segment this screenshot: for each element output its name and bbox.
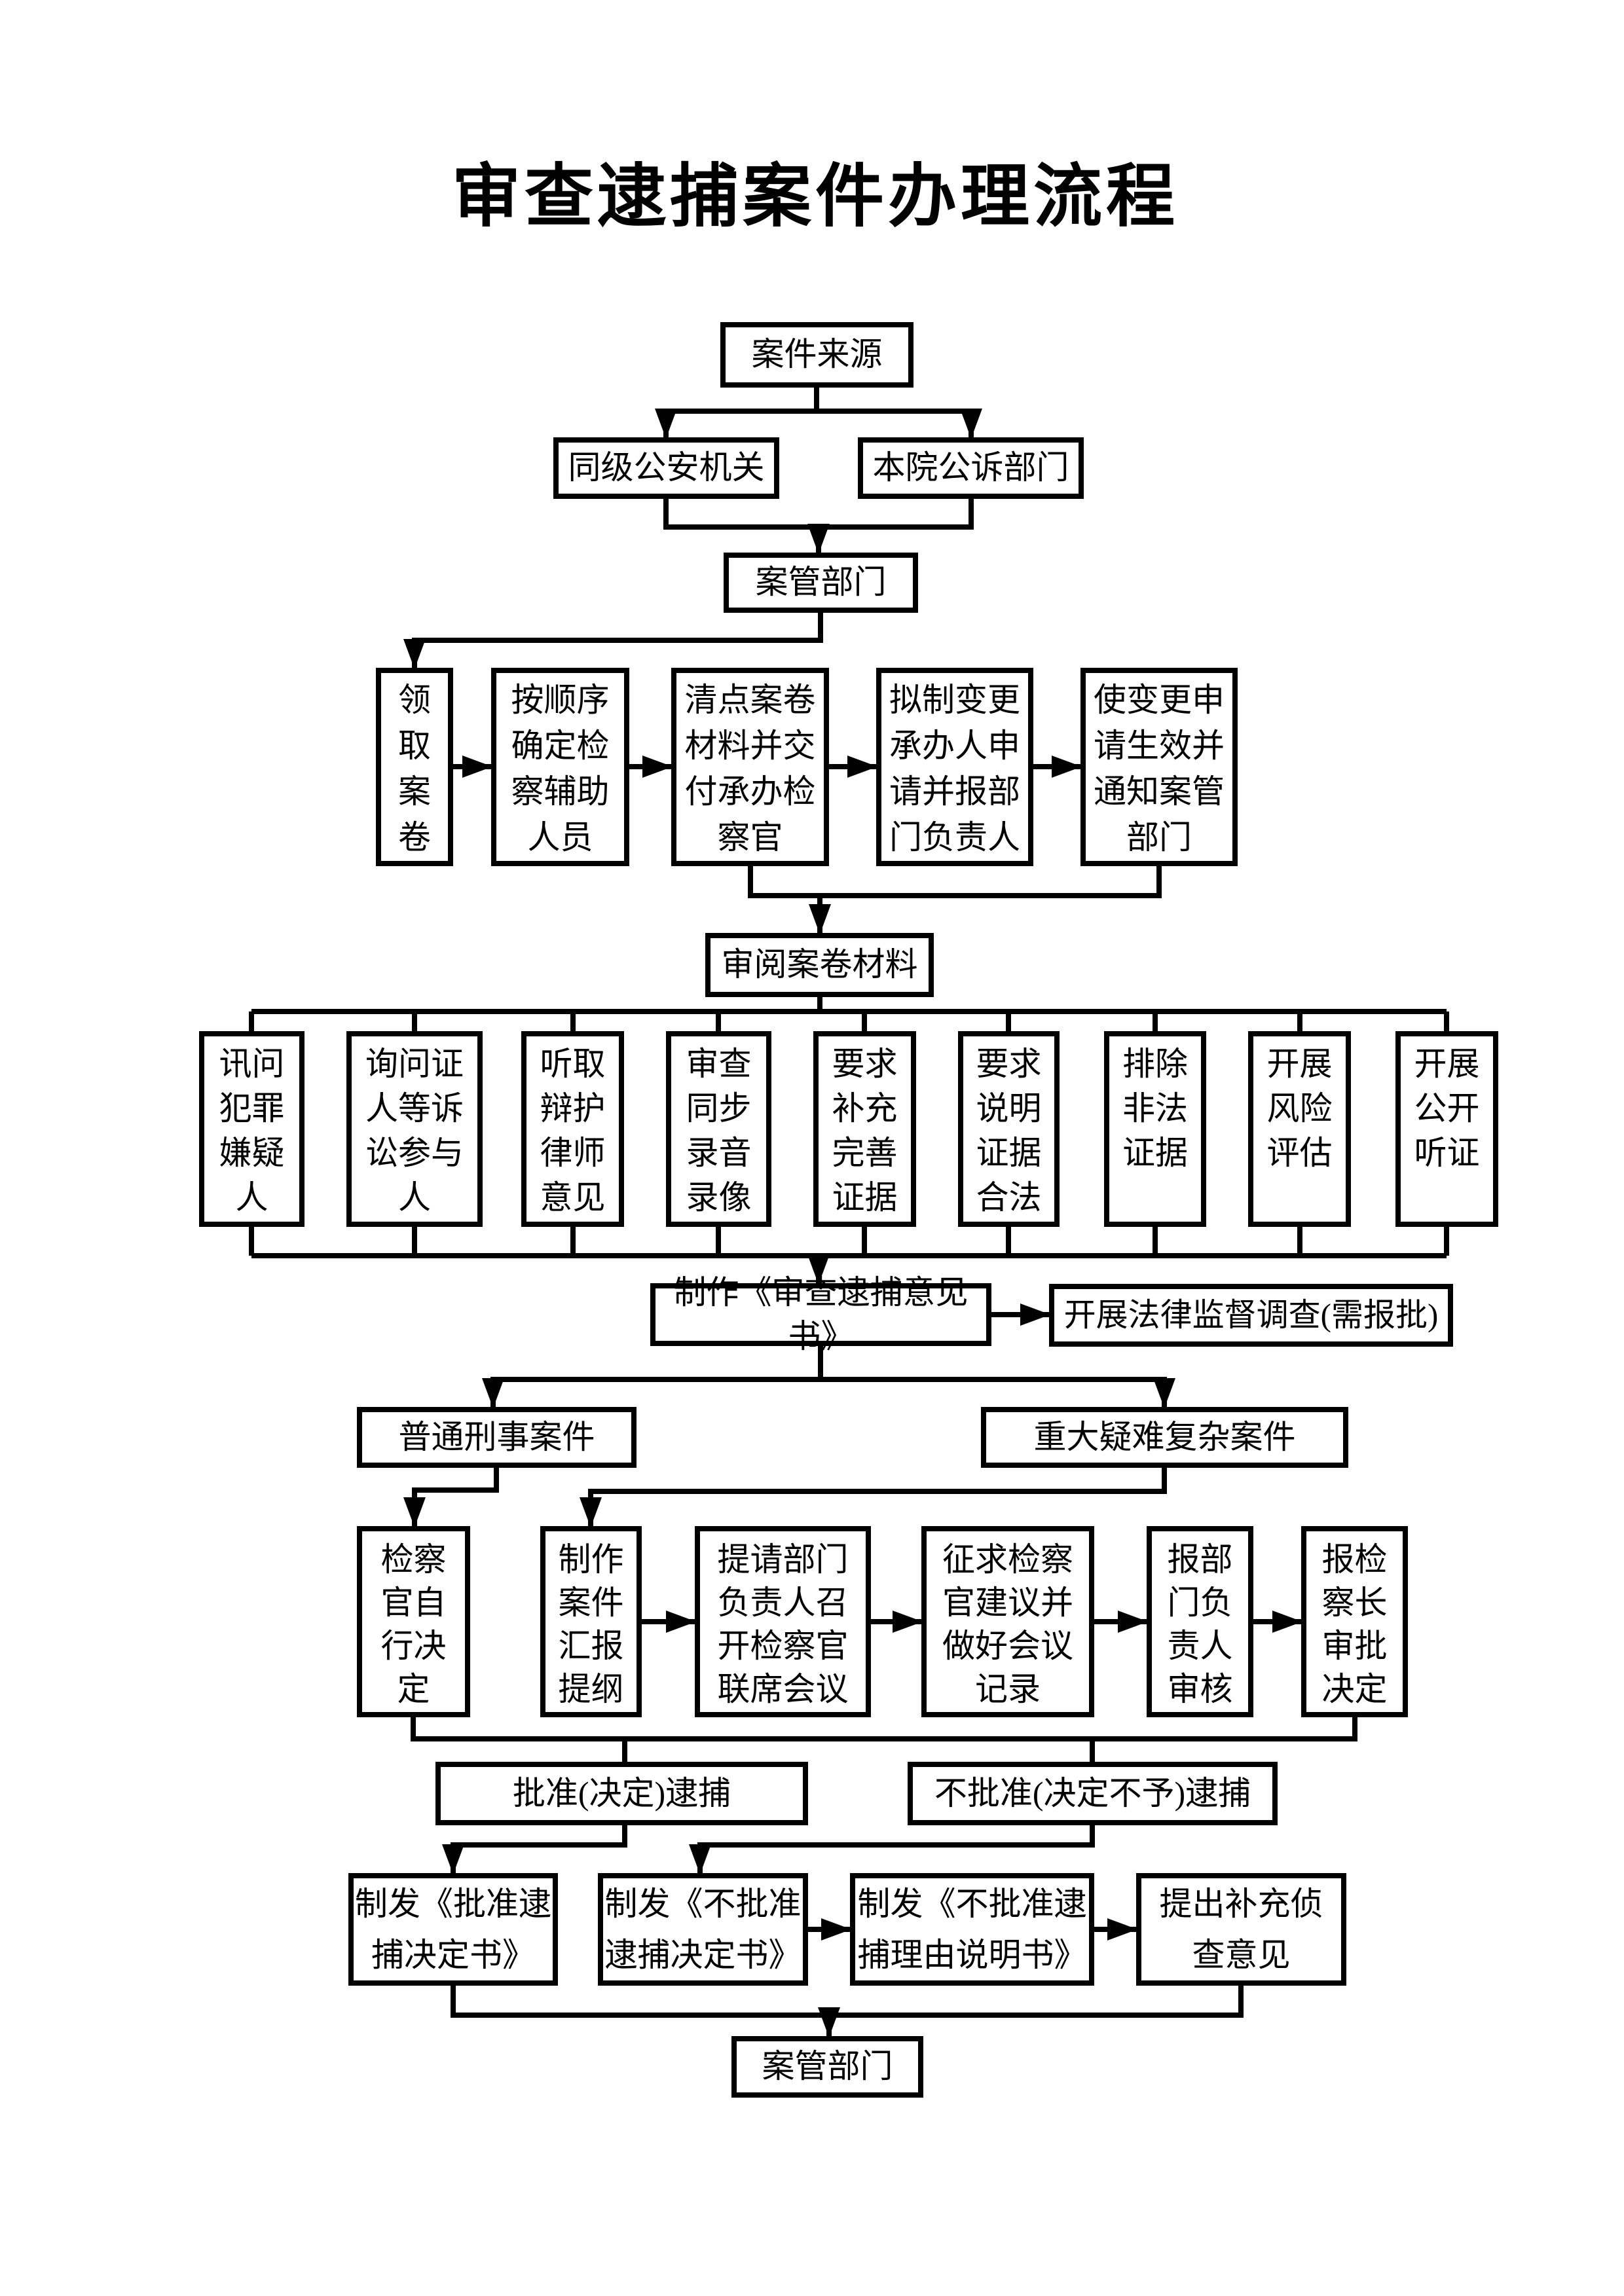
flow-node-inventory-transfer-file: 清点案卷 材料并交 付承办检 察官: [671, 668, 829, 866]
flow-edge-45: [442, 1825, 627, 1874]
flow-edge-1: [817, 409, 982, 439]
flow-edge-4: [403, 613, 823, 669]
flow-node-solicit-suggestions-minutes: 征求检察 官建议并 做好会议 记录: [921, 1526, 1094, 1717]
flow-node-assign-assist-staff: 按顺序 确定检 察辅助 人员: [491, 668, 629, 866]
flow-node-issue-approval-decision: 制发《批准逮 捕决定书》: [348, 1873, 558, 1986]
flow-node-disapprove-arrest: 不批准(决定不予)逮捕: [908, 1762, 1278, 1825]
flow-node-question-witnesses: 询问证 人等诉 讼参与 人: [346, 1031, 483, 1227]
flow-node-interrogate-suspect: 讯问 犯罪 嫌疑 人: [199, 1031, 304, 1227]
flow-node-receive-case-file: 领 取 案 卷: [376, 668, 453, 866]
page-title: 审查逮捕案件办理流程: [451, 158, 1179, 235]
flow-node-review-file-materials: 审阅案卷材料: [705, 933, 934, 997]
flow-node-police-same-level: 同级公安机关: [553, 437, 779, 499]
flow-edge-42: [411, 1717, 1357, 1741]
flow-edge-2: [663, 499, 974, 530]
flow-node-draft-change-request: 拟制变更 承办人申 请并报部 门负责人: [876, 668, 1033, 866]
flow-node-major-complex-cases: 重大疑难复杂案件: [981, 1407, 1348, 1468]
flow-node-draft-arrest-opinion: 制作《审查逮捕意见书》: [650, 1274, 991, 1355]
flow-node-case-report-outline: 制作 案件 汇报 提纲: [540, 1526, 642, 1717]
flow-node-risk-assessment: 开展 风险 评估: [1248, 1031, 1351, 1227]
flow-node-dept-head-review: 报部 门负 责人 审核: [1147, 1526, 1253, 1717]
flow-edge-9: [748, 866, 1162, 898]
flow-node-issue-disapproval-decision: 制发《不批准 逮捕决定书》: [598, 1873, 808, 1986]
flow-edge-49: [451, 1986, 1244, 2018]
flow-edge-35: [821, 1377, 1175, 1408]
flow-node-require-supplement-evidence: 要求 补充 完善 证据: [813, 1031, 916, 1227]
flow-node-hear-defense-lawyer: 听取 辩护 律师 意见: [521, 1031, 624, 1227]
flow-node-case-source: 案件来源: [720, 322, 913, 388]
flow-node-convene-joint-meeting: 提请部门 负责人召 开检察官 联席会议: [695, 1526, 871, 1717]
flow-node-issue-disapproval-reasons: 制发《不批准逮 捕理由说明书》: [850, 1873, 1094, 1986]
flow-node-chief-prosecutor-approval: 报检 察长 审批 决定: [1301, 1526, 1408, 1717]
flow-node-supplementary-investigation-opinion: 提出补充侦 查意见: [1136, 1873, 1346, 1986]
flow-node-exclude-illegal-evidence: 排除 非法 证据: [1104, 1031, 1206, 1227]
flow-node-legal-supervision-investigation: 开展法律监督调查(需报批): [1049, 1284, 1453, 1347]
flow-node-public-hearing: 开展 公开 听证: [1395, 1031, 1498, 1227]
flow-edge-34: [482, 1346, 823, 1408]
flow-edge-0: [655, 388, 819, 439]
flow-node-prosecution-dept: 本院公诉部门: [858, 437, 1084, 499]
flow-node-case-mgmt-dept-bottom: 案管部门: [731, 2036, 923, 2098]
flow-node-case-mgmt-dept-top: 案管部门: [724, 553, 918, 613]
flow-edge-37: [580, 1468, 1167, 1527]
flow-node-approve-arrest: 批准(决定)逮捕: [435, 1762, 808, 1825]
flow-edge-46: [689, 1825, 1095, 1874]
flow-node-effect-change-notify: 使变更申 请生效并 通知案管 部门: [1080, 668, 1238, 866]
flow-node-review-av-recording: 审查 同步 录音 录像: [666, 1031, 771, 1227]
flow-edge-36: [403, 1468, 499, 1527]
flow-node-prosecutor-self-decide: 检察 官自 行决 定: [357, 1526, 470, 1717]
flow-node-ordinary-criminal-cases: 普通刑事案件: [357, 1407, 637, 1468]
flow-node-require-explain-legality: 要求 说明 证据 合法: [958, 1031, 1060, 1227]
